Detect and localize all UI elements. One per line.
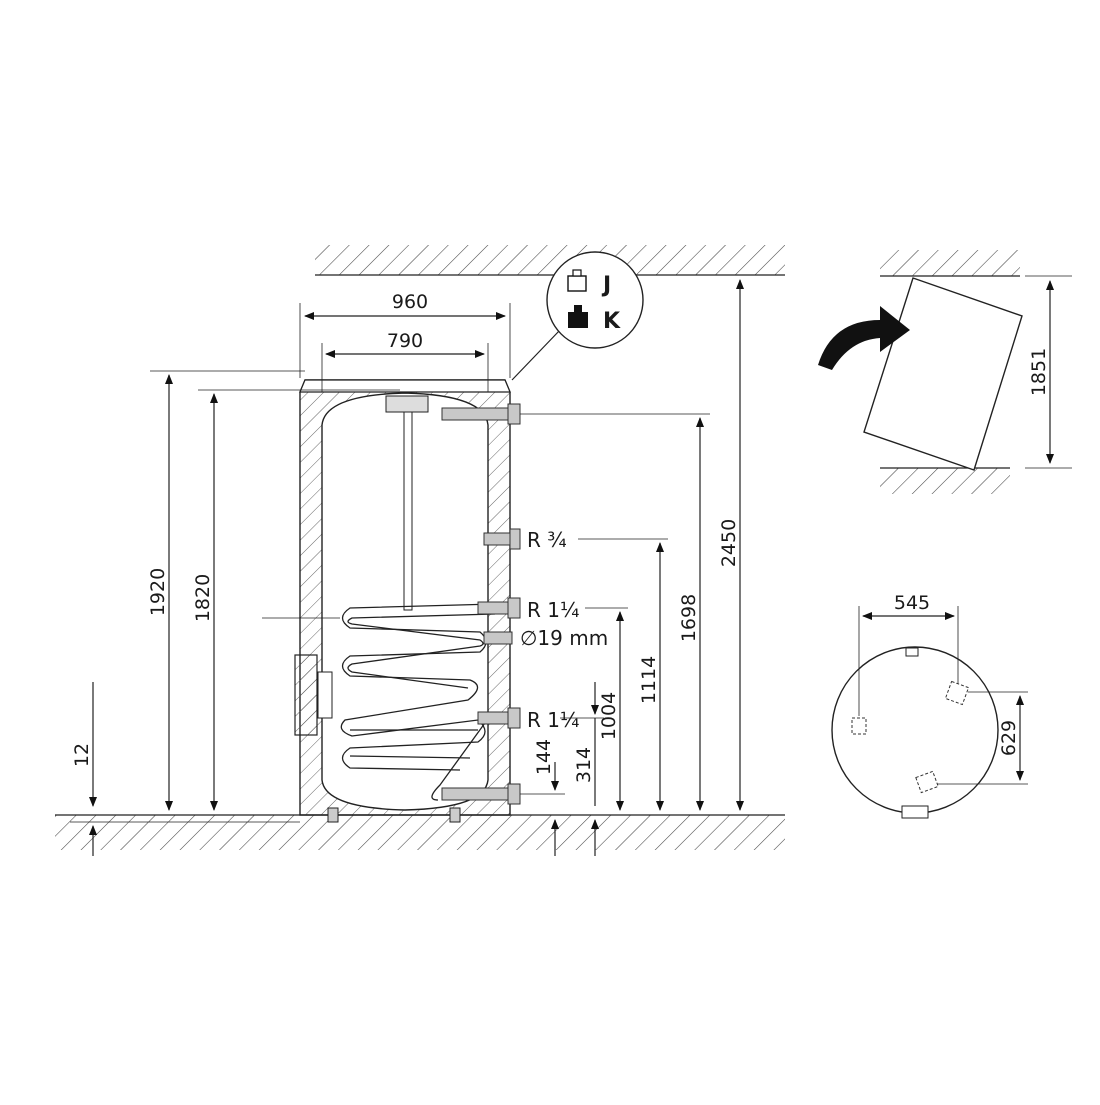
- tilt-arrow-icon: [818, 306, 910, 370]
- height-total-label: 1920: [147, 568, 169, 616]
- sensor-diameter-label: ∅19 mm: [520, 626, 608, 650]
- dim-height-tank: 1820: [192, 389, 400, 811]
- dim-width-inner: 790: [321, 330, 489, 392]
- conn-bottom-label: 144: [533, 739, 555, 775]
- dim-conn-top: 1698: [520, 413, 710, 811]
- dim-height-total: 1920: [147, 370, 305, 811]
- tank-front: [294, 379, 521, 823]
- dim-ceiling-height: 2450: [718, 279, 744, 811]
- full-weight-label: K: [603, 309, 621, 334]
- empty-weight-icon: [567, 269, 587, 292]
- weight-legend-bubble: J K: [511, 251, 644, 381]
- ceiling-height-label: 2450: [718, 519, 740, 567]
- top-diameter-label: 545: [894, 592, 930, 614]
- dim-conn-r34: 1114: [578, 538, 668, 811]
- tilt-height-label: 1851: [1028, 348, 1050, 396]
- height-tank-label: 1820: [192, 574, 214, 622]
- dim-conn-coil-top: 1004: [585, 607, 628, 811]
- top-spacing-label: 629: [998, 720, 1020, 756]
- r114-top-connection-label: R 1¼: [527, 598, 579, 622]
- heat-exchanger-coil: [340, 603, 496, 801]
- width-outer-label: 960: [392, 291, 428, 313]
- empty-weight-label: J: [601, 273, 611, 298]
- dim-width-outer: 960: [299, 291, 511, 378]
- offset-bottom-label: 12: [71, 743, 93, 767]
- full-weight-icon: [568, 305, 588, 328]
- conn-r34-label: 1114: [638, 656, 660, 704]
- conn-coil-bottom-label: 314: [573, 747, 595, 783]
- width-inner-label: 790: [387, 330, 423, 352]
- floor-front: [55, 814, 785, 850]
- dim-conn-coil-bottom: 314: [560, 682, 604, 856]
- conn-top-label: 1698: [678, 594, 700, 642]
- conn-coil-top-label: 1004: [598, 692, 620, 740]
- dim-conn-bottom: 144: [520, 739, 565, 856]
- dim-offset-bottom: 12: [70, 682, 300, 856]
- r34-connection-label: R ¾: [527, 528, 567, 552]
- r114-bottom-connection-label: R 1¼: [527, 708, 579, 732]
- tilt-view: 1851: [818, 250, 1072, 494]
- ceiling-front: [315, 245, 785, 276]
- top-view: 545 629: [831, 592, 1028, 819]
